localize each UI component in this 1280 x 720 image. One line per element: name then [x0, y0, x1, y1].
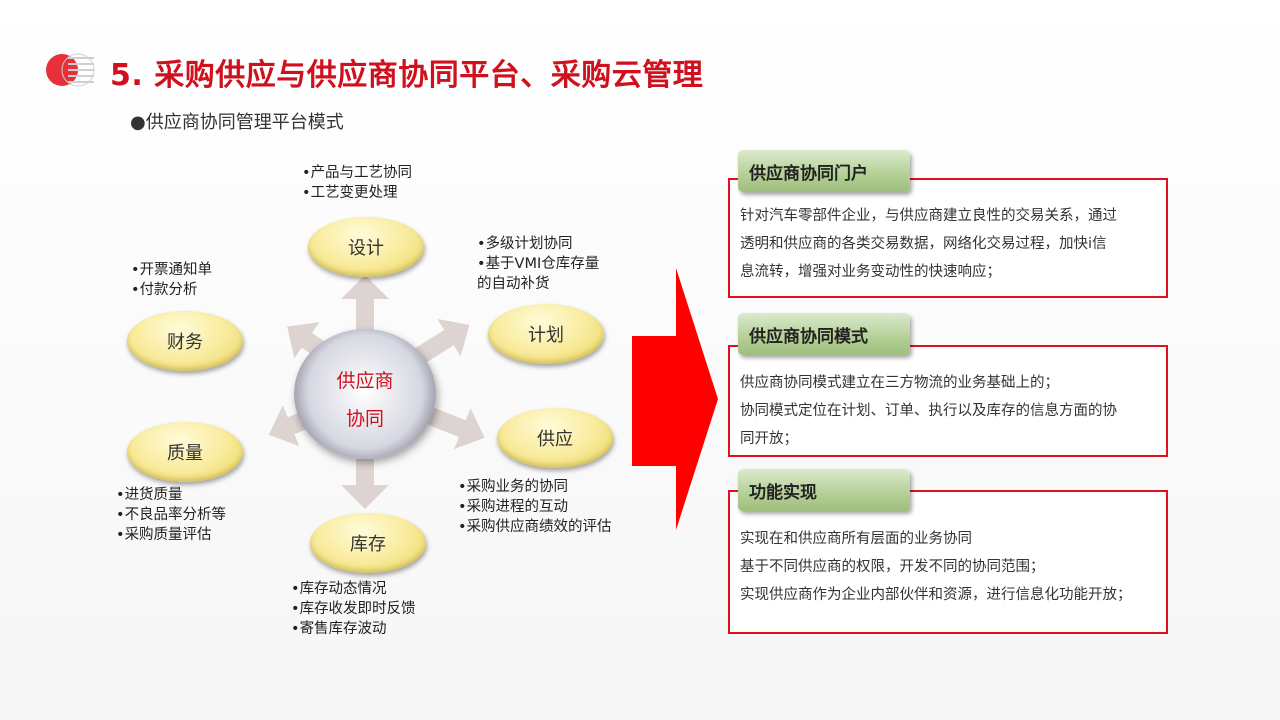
bullet-item: 产品与工艺协同 — [302, 163, 413, 183]
bullets-quality: 进货质量 不良品率分析等 采购质量评估 — [116, 485, 227, 545]
panel-tag-function: 功能实现 — [738, 469, 910, 511]
bullet-item: 不良品率分析等 — [116, 505, 227, 525]
bullet-item: 采购业务的协同 — [458, 477, 612, 497]
node-inventory: 库存 — [310, 513, 426, 573]
brand-logo-icon — [46, 53, 95, 87]
big-right-arrow-icon — [632, 268, 718, 530]
panel-portal: 针对汽车零部件企业，与供应商建立良性的交易关系，通过 透明和供应商的各类交易数据… — [728, 178, 1168, 298]
node-supply: 供应 — [497, 408, 613, 468]
bullet-item: 库存动态情况 — [291, 579, 416, 599]
panel-line: 透明和供应商的各类交易数据，网络化交易过程，加快i信 — [740, 236, 1107, 252]
node-quality: 质量 — [127, 422, 243, 482]
panel-line: 息流转，增强对业务变动性的快速响应； — [740, 264, 1001, 280]
panel-line: 供应商协同模式建立在三方物流的业务基础上的； — [740, 375, 1059, 391]
bullet-item: 采购质量评估 — [116, 525, 226, 545]
bullet-item: 多级计划协同 — [477, 234, 599, 254]
panel-mode: 供应商协同模式建立在三方物流的业务基础上的； 协同模式定位在计划、订单、执行以及… — [728, 345, 1168, 457]
panel-line: 针对汽车零部件企业，与供应商建立良性的交易关系，通过 — [740, 208, 1117, 224]
panel-line: 基于不同供应商的权限，开发不同的协同范围； — [740, 559, 1045, 575]
bullet-item: 寄售库存波动 — [291, 619, 416, 639]
bullet-item: 付款分析 — [131, 280, 212, 300]
center-hub-label: 供应商 协同 — [294, 362, 436, 438]
bullets-inventory: 库存动态情况 库存收发即时反馈 寄售库存波动 — [291, 579, 416, 639]
panel-function: 实现在和供应商所有层面的业务协同 基于不同供应商的权限，开发不同的协同范围； 实… — [728, 490, 1168, 634]
center-label-line1: 供应商 — [336, 370, 394, 392]
node-design: 设计 — [308, 217, 424, 277]
center-label-line2: 协同 — [345, 408, 384, 430]
bullets-supply: 采购业务的协同 采购进程的互动 采购供应商绩效的评估 — [458, 477, 612, 537]
bullet-continuation: 的自动补货 — [477, 276, 550, 292]
bullet-item: 工艺变更处理 — [302, 183, 412, 203]
bullets-plan: 多级计划协同 基于VMI仓库存量 的自动补货 — [477, 234, 599, 294]
panel-line: 实现供应商作为企业内部伙伴和资源，进行信息化功能开放； — [740, 587, 1132, 603]
panel-tag-portal: 供应商协同门户 — [738, 150, 910, 192]
panel-tag-mode: 供应商协同模式 — [738, 313, 910, 355]
bullet-item: 开票通知单 — [131, 260, 213, 280]
section-subtitle: ●供应商协同管理平台模式 — [130, 112, 344, 133]
panel-line: 实现在和供应商所有层面的业务协同 — [740, 531, 972, 547]
arrow-down-icon — [341, 459, 389, 509]
bullets-finance: 开票通知单 付款分析 — [131, 260, 213, 300]
bullet-item: 进货质量 — [116, 485, 226, 505]
bullet-item: 库存收发即时反馈 — [291, 599, 416, 619]
center-hub — [294, 329, 436, 459]
page-title: 5. 采购供应与供应商协同平台、采购云管理 — [110, 58, 704, 93]
bullet-item: 采购供应商绩效的评估 — [458, 517, 612, 537]
panel-line: 协同模式定位在计划、订单、执行以及库存的信息方面的协 — [740, 403, 1117, 419]
bullet-item: 基于VMI仓库存量 — [477, 254, 600, 274]
bullets-design: 产品与工艺协同 工艺变更处理 — [302, 163, 413, 203]
node-finance: 财务 — [127, 311, 243, 371]
arrow-up-icon — [341, 275, 389, 331]
node-plan: 计划 — [488, 304, 604, 364]
panel-line: 同开放； — [740, 431, 798, 447]
bullet-item: 采购进程的互动 — [458, 497, 612, 517]
